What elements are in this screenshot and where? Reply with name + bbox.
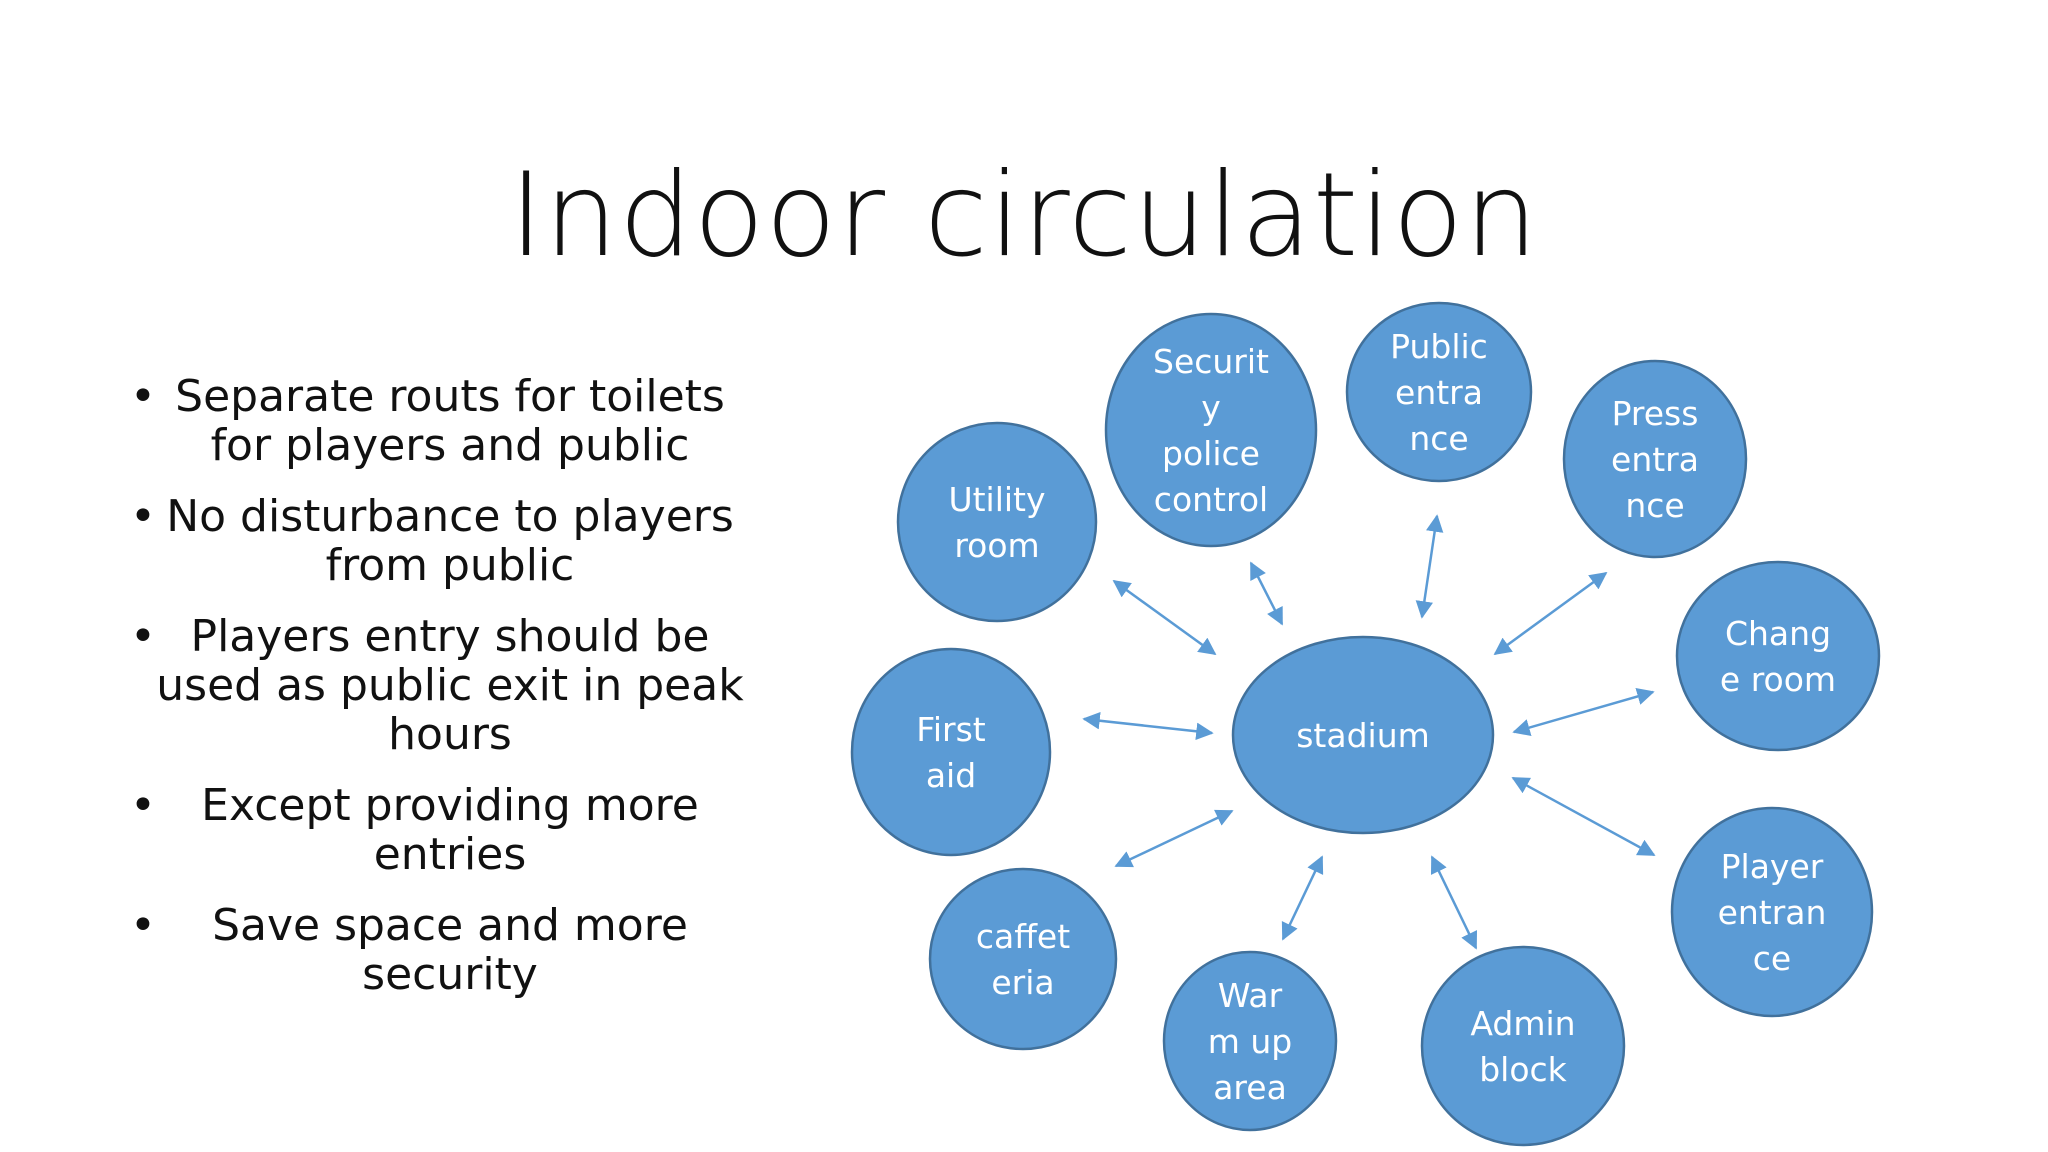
node-circle (1675, 560, 1881, 752)
node-press-entrance: Press entra nce (1562, 359, 1748, 559)
node-label: stadium (1296, 716, 1430, 755)
bullet-line: No disturbance to players (166, 491, 734, 542)
node-circle (1670, 806, 1874, 1018)
bullet-line: entries (373, 829, 527, 880)
node-label: entran (1718, 893, 1827, 932)
node-change-room: Chang e room (1675, 560, 1881, 752)
bullet-dot-icon: • (130, 900, 156, 951)
node-public-entrance: Public entra nce (1345, 301, 1533, 483)
node-warm-up-area: War m up area (1162, 950, 1338, 1132)
node-label: police (1162, 434, 1260, 473)
node-label: control (1154, 480, 1268, 519)
bullet-line: hours (388, 709, 512, 760)
node-label: nce (1409, 419, 1468, 458)
double-arrow-connector (1082, 712, 1214, 740)
bullet-line: Players entry should be (190, 611, 710, 662)
double-arrow-connector (1511, 776, 1656, 857)
bullet-line: security (362, 949, 538, 1000)
node-label: First (916, 710, 986, 749)
node-stadium: stadium (1231, 635, 1495, 835)
bullet-dot-icon: • (130, 371, 156, 422)
node-label: nce (1625, 486, 1684, 525)
bullet-line: Separate routs for toilets (175, 371, 725, 422)
node-circle (1562, 359, 1748, 559)
bullet-dot-icon: • (130, 491, 156, 542)
node-label: Admin (1470, 1004, 1575, 1043)
bullet-dot-icon: • (130, 780, 156, 831)
node-label: Player (1721, 847, 1824, 886)
bullet-line: for players and public (210, 420, 690, 471)
node-label: block (1479, 1050, 1567, 1089)
node-label: Utility (948, 480, 1045, 519)
node-admin-block: Admin block (1420, 945, 1626, 1147)
node-label: caffet (976, 917, 1070, 956)
node-circle (850, 647, 1052, 857)
node-label: eria (991, 963, 1054, 1002)
bullet-line: used as public exit in peak (156, 660, 744, 711)
node-utility-room: Utility room (896, 421, 1098, 623)
double-arrow-connector (1430, 855, 1478, 950)
node-label: y (1201, 388, 1221, 427)
node-first-aid: First aid (850, 647, 1052, 857)
double-arrow-connector (1512, 687, 1655, 737)
node-label: Chang (1725, 614, 1831, 653)
node-caffeteria: caffet eria (928, 867, 1118, 1051)
node-label: aid (926, 756, 976, 795)
node-label: entra (1395, 373, 1483, 412)
node-label: entra (1611, 440, 1699, 479)
node-circle (1420, 945, 1626, 1147)
node-label: Public (1390, 327, 1488, 366)
double-arrow-connector (1281, 855, 1324, 941)
double-arrow-connector (1112, 579, 1217, 656)
node-circle (1345, 301, 1533, 483)
node-label: War (1218, 976, 1283, 1015)
double-arrow-connector (1114, 809, 1234, 868)
bullet-dot-icon: • (130, 611, 156, 662)
node-circle (1231, 635, 1495, 835)
bullet-line: from public (325, 540, 575, 591)
bullet-line: Except providing more (201, 780, 699, 831)
node-label: Press (1612, 394, 1699, 433)
double-arrow-connector (1415, 514, 1444, 619)
node-circle (1162, 950, 1338, 1132)
node-circle (1104, 312, 1318, 548)
node-label: area (1213, 1068, 1287, 1107)
bullet-line: Save space and more (212, 900, 688, 951)
node-player-entrance: Player entran ce (1670, 806, 1874, 1018)
node-security-police-control: Securit y police control (1104, 312, 1318, 548)
node-label: m up (1208, 1022, 1293, 1061)
node-label: Securit (1153, 342, 1269, 381)
node-label: ce (1753, 939, 1791, 978)
slide-title: Indoor circulation (509, 148, 1539, 283)
node-circle (928, 867, 1118, 1051)
node-circle (896, 421, 1098, 623)
double-arrow-connector (1249, 561, 1284, 626)
double-arrow-connector (1493, 571, 1608, 656)
node-label: e room (1720, 660, 1836, 699)
node-label: room (954, 526, 1039, 565)
